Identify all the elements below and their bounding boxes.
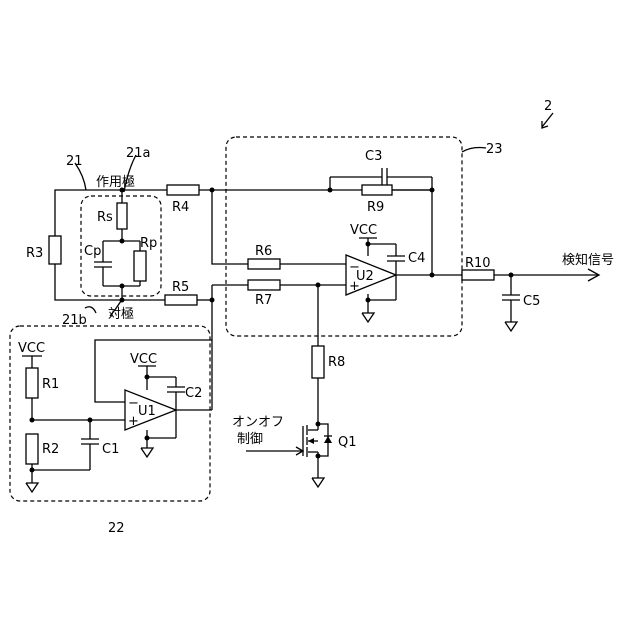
rp-label: Rp	[140, 236, 157, 251]
sensor-we-label: 21a	[126, 146, 151, 161]
c2-label: C2	[185, 386, 202, 401]
u1-label: U1	[138, 404, 156, 419]
amplifier-wiring	[280, 177, 432, 322]
r7-label: R7	[255, 293, 272, 308]
r9-resistor	[362, 185, 392, 195]
junction-dot	[210, 298, 215, 303]
vcc-label-r1: VCC	[18, 341, 45, 356]
r8-resistor	[312, 346, 324, 378]
junction-dot	[88, 418, 93, 423]
c4-label: C4	[408, 251, 425, 266]
junction-dot	[145, 436, 150, 441]
onoff-control-label-line2: 制御	[237, 432, 263, 447]
junction-dot	[328, 188, 333, 193]
r9-label: R9	[367, 200, 384, 215]
rp-resistor	[134, 251, 146, 281]
junction-dot	[316, 422, 321, 427]
sensor-ce-label: 21b	[62, 313, 87, 328]
figure-number-label: 2	[544, 99, 552, 114]
vcc-label-u1: VCC	[130, 352, 157, 367]
c1-label: C1	[102, 442, 119, 457]
u2-label: U2	[356, 269, 374, 284]
onoff-control-label-line1: オンオフ	[232, 415, 284, 430]
rs-resistor	[117, 203, 127, 229]
junction-dot	[145, 375, 150, 380]
r10-label: R10	[465, 256, 491, 271]
junction-dot	[509, 273, 514, 278]
working-electrode-label: 作用極	[96, 174, 135, 190]
r3-resistor	[49, 236, 61, 264]
amplifier-block-label: 23	[486, 142, 503, 157]
r5-resistor	[165, 295, 197, 305]
r10-resistor	[462, 270, 494, 280]
c3-label: C3	[365, 149, 382, 164]
junction-dot	[30, 468, 35, 473]
junction-dot	[366, 298, 371, 303]
r5-label: R5	[172, 280, 189, 295]
r8-label: R8	[328, 355, 345, 370]
r3-label: R3	[26, 246, 43, 261]
c5-label: C5	[523, 294, 540, 309]
r1-label: R1	[42, 377, 59, 392]
rs-label: Rs	[97, 210, 113, 225]
junction-dot	[120, 239, 125, 244]
q1-label: Q1	[338, 435, 357, 450]
detection-signal-label: 検知信号	[562, 252, 614, 268]
r6-label: R6	[255, 244, 272, 259]
q1-body-arrow	[308, 438, 314, 444]
r1-resistor	[26, 368, 38, 398]
reference-wiring	[22, 340, 212, 492]
counter-electrode-label: 対極	[108, 306, 134, 322]
r2-label: R2	[42, 442, 59, 457]
junction-dot	[210, 188, 215, 193]
r4-resistor	[167, 185, 199, 195]
r6-resistor	[248, 259, 280, 269]
junction-dot	[120, 284, 125, 289]
vcc-label-u2: VCC	[350, 223, 377, 238]
cp-label: Cp	[84, 244, 101, 259]
reference-block-label: 22	[108, 521, 125, 536]
junction-dot	[430, 188, 435, 193]
junction-dot	[30, 418, 35, 423]
q1-diode-arrow	[324, 436, 332, 443]
junction-dot	[316, 454, 321, 459]
sensor-block-label: 21	[66, 154, 83, 169]
r2-resistor	[26, 434, 38, 464]
junction-dot	[366, 242, 371, 247]
r7-resistor	[248, 280, 280, 290]
r4-label: R4	[172, 200, 189, 215]
